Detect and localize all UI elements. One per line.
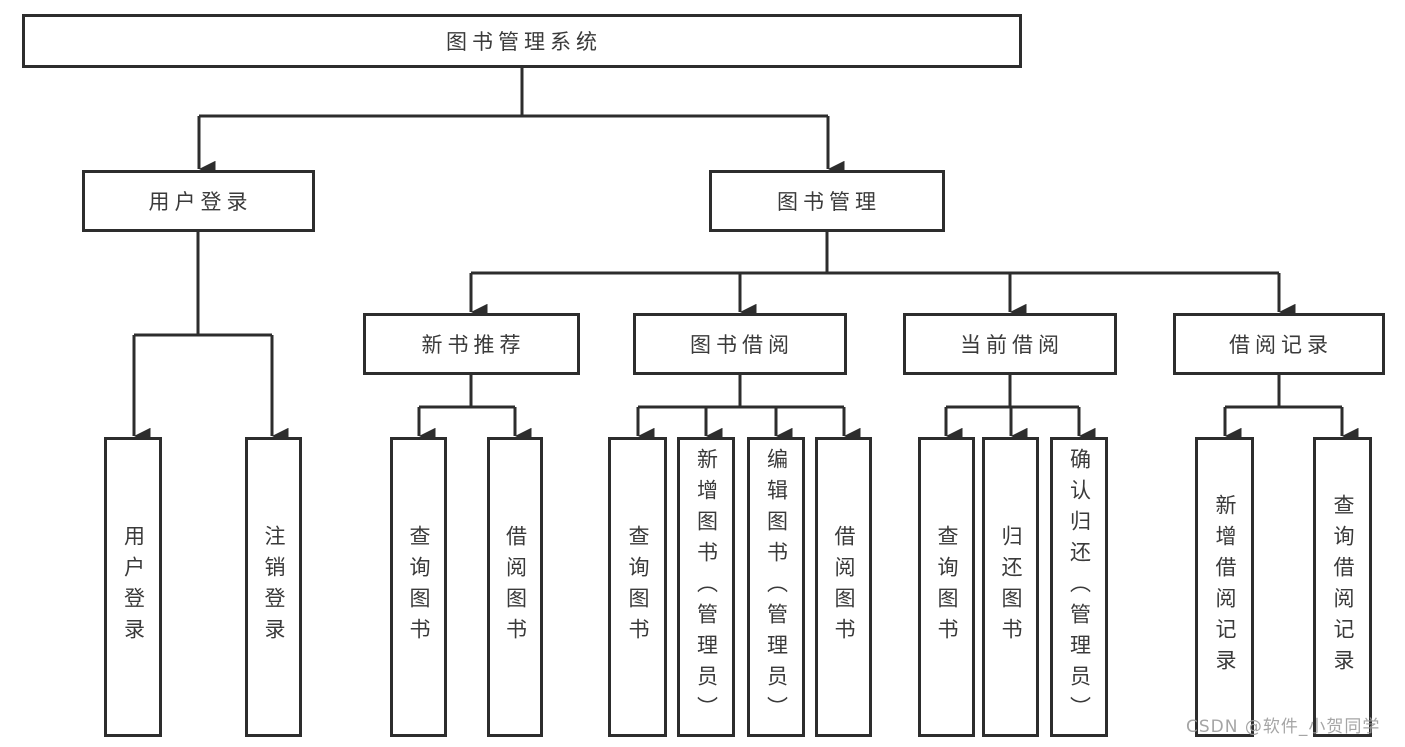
leaf-add-borrow-record: 新增借阅记录 [1195, 437, 1254, 737]
node-new-book-recommend-label: 新书推荐 [421, 333, 526, 357]
leaf-cur-return-book-label: 归还图书 [999, 525, 1023, 649]
leaf-bor-query-books: 查询图书 [608, 437, 667, 737]
leaf-cur-confirm-return-admin-label: 确认归还（管理员） [1067, 447, 1092, 727]
leaf-bor-borrow-books: 借阅图书 [815, 437, 872, 737]
leaf-bor-add-book-admin: 新增图书（管理员） [677, 437, 735, 737]
node-root-system: 图书管理系统 [22, 14, 1022, 68]
leaf-query-borrow-record-label: 查询借阅记录 [1331, 494, 1355, 680]
leaf-rec-query-books: 查询图书 [390, 437, 447, 737]
leaf-add-borrow-record-label: 新增借阅记录 [1213, 494, 1237, 680]
leaf-query-borrow-record: 查询借阅记录 [1313, 437, 1372, 737]
node-book-borrowing-label: 图书借阅 [690, 333, 794, 357]
node-user-login-label: 用户登录 [148, 190, 253, 214]
node-book-management-label: 图书管理 [777, 190, 881, 214]
leaf-bor-edit-book-admin: 编辑图书（管理员） [747, 437, 805, 737]
node-new-book-recommend: 新书推荐 [363, 313, 580, 375]
leaf-bor-add-book-admin-label: 新增图书（管理员） [694, 447, 719, 727]
leaf-bor-edit-book-admin-label: 编辑图书（管理员） [764, 447, 789, 727]
node-borrowing-records: 借阅记录 [1173, 313, 1385, 375]
node-borrowing-records-label: 借阅记录 [1229, 333, 1333, 357]
leaf-logout: 注销登录 [245, 437, 302, 737]
node-current-borrowing-label: 当前借阅 [960, 333, 1064, 357]
leaf-bor-query-books-label: 查询图书 [626, 525, 650, 649]
leaf-cur-return-book: 归还图书 [982, 437, 1039, 737]
node-book-borrowing: 图书借阅 [633, 313, 847, 375]
leaf-rec-borrow-books: 借阅图书 [487, 437, 543, 737]
node-book-management: 图书管理 [709, 170, 945, 232]
node-current-borrowing: 当前借阅 [903, 313, 1117, 375]
node-root-label: 图书管理系统 [446, 30, 602, 54]
leaf-cur-query-books: 查询图书 [918, 437, 975, 737]
leaf-rec-query-books-label: 查询图书 [407, 525, 431, 649]
leaf-cur-query-books-label: 查询图书 [935, 525, 959, 649]
leaf-logout-label: 注销登录 [262, 525, 286, 649]
leaf-cur-confirm-return-admin: 确认归还（管理员） [1050, 437, 1108, 737]
node-user-login: 用户登录 [82, 170, 315, 232]
leaf-rec-borrow-books-label: 借阅图书 [503, 525, 528, 649]
leaf-bor-borrow-books-label: 借阅图书 [832, 525, 856, 649]
leaf-user-login-label: 用户登录 [121, 525, 146, 649]
connector-rails [134, 66, 1342, 409]
leaf-user-login: 用户登录 [104, 437, 162, 737]
csdn-watermark: CSDN @软件_小贺同学 [1186, 717, 1381, 737]
